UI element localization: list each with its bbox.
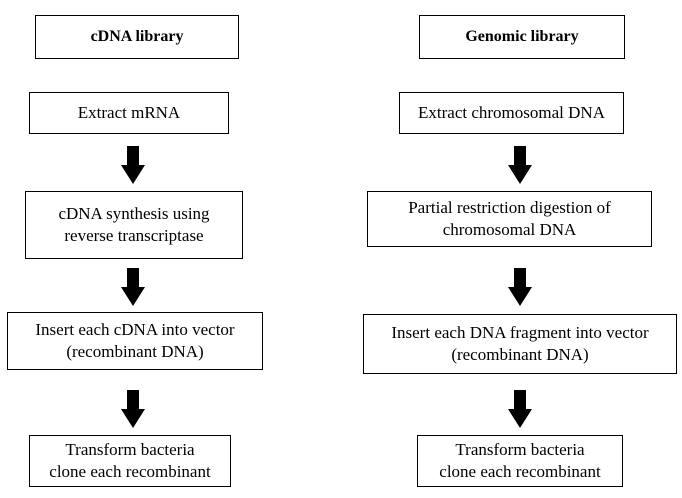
right-step-3-line-1: Insert each DNA fragment into vector xyxy=(391,323,649,342)
right-step-4-line-1: Transform bacteria xyxy=(455,440,585,459)
right-down-arrow-1 xyxy=(508,146,532,184)
right-down-arrow-3 xyxy=(508,390,532,428)
left-step-3-line-2: (recombinant DNA) xyxy=(66,342,204,361)
right-step-3-line-2: (recombinant DNA) xyxy=(451,345,589,364)
left-down-arrow-2 xyxy=(121,268,145,306)
left-step-cdna-synthesis: cDNA synthesis using reverse transcripta… xyxy=(25,191,243,259)
right-step-2-line-2: chromosomal DNA xyxy=(442,220,577,239)
right-step-2-line-1: Partial restriction digestion of xyxy=(408,198,611,217)
right-down-arrow-2 xyxy=(508,268,532,306)
left-step-3-line-1: Insert each cDNA into vector xyxy=(35,320,235,339)
left-step-insert-cdna: Insert each cDNA into vector (recombinan… xyxy=(7,312,263,370)
left-step-extract-mrna: Extract mRNA xyxy=(29,92,229,134)
right-step-transform-bacteria: Transform bacteria clone each recombinan… xyxy=(417,435,623,487)
left-step-transform-bacteria: Transform bacteria clone each recombinan… xyxy=(29,435,231,487)
cdna-library-title: cDNA library xyxy=(35,15,239,59)
left-down-arrow-1 xyxy=(121,146,145,184)
genomic-library-title-text: Genomic library xyxy=(465,28,579,45)
left-step-1-line-1: Extract mRNA xyxy=(77,103,181,122)
left-step-4-line-2: clone each recombinant xyxy=(49,462,211,481)
right-step-insert-dna-fragment: Insert each DNA fragment into vector (re… xyxy=(363,314,677,374)
genomic-library-title: Genomic library xyxy=(419,15,625,59)
right-step-extract-chromosomal-dna: Extract chromosomal DNA xyxy=(399,92,624,134)
right-step-4-line-2: clone each recombinant xyxy=(439,462,601,481)
right-step-1-line-1: Extract chromosomal DNA xyxy=(418,103,605,122)
right-step-partial-digestion: Partial restriction digestion of chromos… xyxy=(367,191,652,247)
left-step-4-line-1: Transform bacteria xyxy=(65,440,195,459)
left-step-2-line-2: reverse transcriptase xyxy=(64,226,204,245)
cdna-library-title-text: cDNA library xyxy=(90,28,184,45)
left-down-arrow-3 xyxy=(121,390,145,428)
left-step-2-line-1: cDNA synthesis using xyxy=(58,204,210,223)
